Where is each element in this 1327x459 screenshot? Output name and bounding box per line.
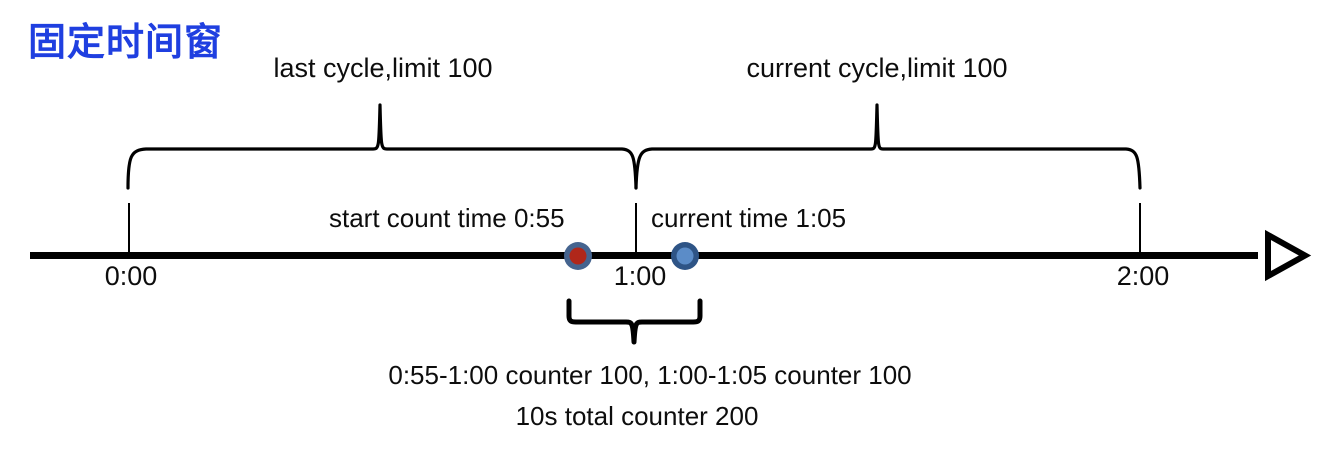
current-time-marker-dot	[676, 247, 694, 265]
current-time-label: current time 1:05	[651, 203, 847, 233]
start-count-marker-dot	[569, 247, 587, 265]
summary-line-1: 0:55-1:00 counter 100, 1:00-1:05 counter…	[388, 360, 912, 390]
current-time-marker[interactable]	[671, 242, 699, 270]
current-cycle-label: current cycle,limit 100	[746, 53, 1008, 83]
axis-tick-label-2-00: 2:00	[1116, 261, 1170, 291]
last-cycle-label: last cycle,limit 100	[273, 53, 493, 83]
start-count-marker[interactable]	[564, 242, 592, 270]
last-cycle-brace	[126, 103, 638, 190]
summary-line-2: 10s total counter 200	[515, 401, 759, 431]
page-title: 固定时间窗	[28, 22, 224, 64]
current-cycle-brace	[634, 103, 1142, 190]
counter-span-brace	[566, 298, 703, 345]
arrow-right-icon	[1265, 229, 1312, 282]
start-count-time-label: start count time 0:55	[329, 203, 565, 233]
axis-tick-label-0-00: 0:00	[104, 261, 158, 291]
axis-tick-label-1-00: 1:00	[613, 261, 667, 291]
